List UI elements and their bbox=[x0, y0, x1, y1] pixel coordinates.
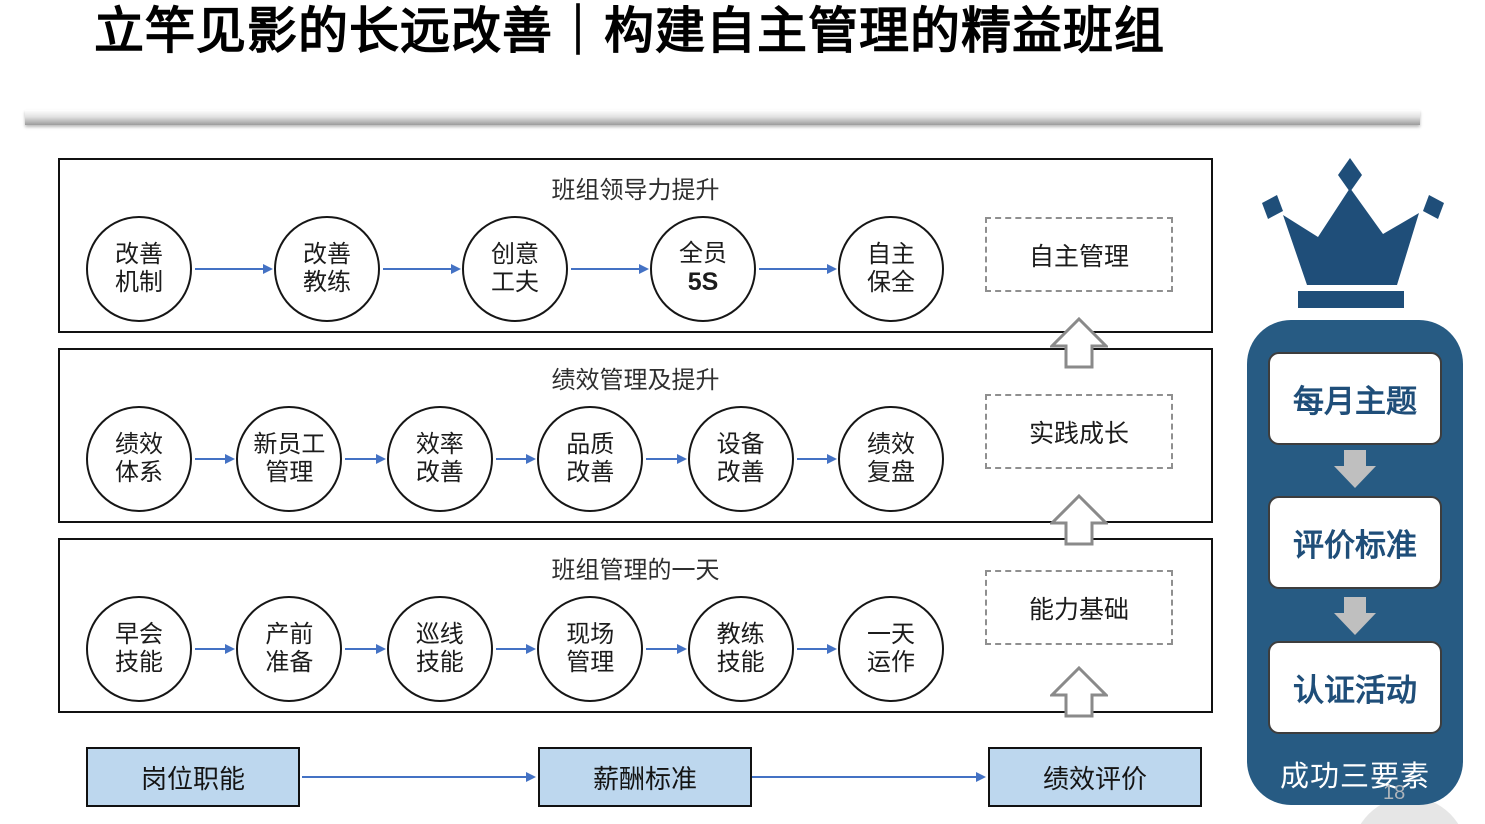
circle-flow-row: 绩效 体系 新员工 管理 效率 改善 品质 改善 设备 改善 bbox=[86, 406, 945, 512]
flow-arrow bbox=[796, 454, 838, 464]
panel-step-box: 每月主题 bbox=[1268, 352, 1442, 445]
up-arrow-icon bbox=[1050, 494, 1108, 546]
flow-circle: 产前 准备 bbox=[236, 596, 343, 702]
flow-arrow bbox=[195, 264, 273, 274]
circle-flow-row: 改善 机制 改善 教练 创意 工夫 全员 5S 自主 保全 bbox=[86, 216, 944, 322]
section-header: 班组管理的一天 bbox=[551, 557, 720, 584]
flow-circle: 创意 工夫 bbox=[462, 216, 568, 322]
flow-circle: 设备 改善 bbox=[687, 406, 794, 512]
flow-arrow bbox=[759, 264, 837, 274]
section-daily-management: 班组管理的一天 早会 技能 产前 准备 巡线 技能 现场 管理 bbox=[58, 538, 1213, 713]
panel-caption: 成功三要素 bbox=[1279, 761, 1430, 793]
page-number: 18 bbox=[1383, 782, 1406, 804]
flow-arrow bbox=[752, 772, 986, 782]
flow-arrow bbox=[796, 644, 838, 654]
title-divider-bar bbox=[25, 110, 1420, 125]
flow-arrow bbox=[383, 264, 461, 274]
panel-step-box: 评价标准 bbox=[1268, 496, 1442, 589]
flow-circle: 改善 教练 bbox=[274, 216, 380, 322]
flow-circle: 现场 管理 bbox=[537, 596, 644, 702]
flow-arrow bbox=[345, 644, 387, 654]
dashed-result-box: 能力基础 bbox=[985, 570, 1173, 645]
flow-arrow bbox=[646, 454, 688, 464]
flow-arrow bbox=[195, 454, 236, 464]
dashed-result-box: 自主管理 bbox=[985, 217, 1173, 292]
flow-arrow bbox=[345, 454, 387, 464]
circle-flow-row: 早会 技能 产前 准备 巡线 技能 现场 管理 教练 技能 bbox=[86, 596, 945, 702]
flow-circle: 自主 保全 bbox=[838, 216, 944, 322]
flow-circle: 早会 技能 bbox=[86, 596, 192, 702]
section-leadership: 班组领导力提升 改善 机制 改善 教练 创意 工夫 全员 5S bbox=[58, 158, 1213, 333]
flow-circle: 品质 改善 bbox=[537, 406, 644, 512]
bottom-flow-box: 绩效评价 bbox=[988, 747, 1202, 807]
flow-arrow bbox=[646, 644, 688, 654]
down-arrow-icon bbox=[1334, 597, 1376, 635]
bottom-flow-box: 薪酬标准 bbox=[538, 747, 752, 807]
flow-circle: 新员工 管理 bbox=[236, 406, 343, 512]
crown-icon bbox=[1262, 158, 1444, 308]
section-performance: 绩效管理及提升 绩效 体系 新员工 管理 效率 改善 品质 改善 bbox=[58, 348, 1213, 523]
section-header: 班组领导力提升 bbox=[551, 177, 720, 204]
flow-circle: 绩效 体系 bbox=[86, 406, 192, 512]
success-factors-panel: 每月主题 评价标准 认证活动 成功三要素 bbox=[1247, 320, 1463, 805]
flow-circle: 教练 技能 bbox=[687, 596, 794, 702]
flow-circle: 绩效 复盘 bbox=[838, 406, 945, 512]
flow-circle: 改善 机制 bbox=[86, 216, 192, 322]
slide-title: 立竿见影的长远改善｜构建自主管理的精益班组 bbox=[94, 3, 1165, 59]
section-header: 绩效管理及提升 bbox=[551, 367, 720, 394]
flow-arrow bbox=[495, 644, 537, 654]
panel-step-box: 认证活动 bbox=[1268, 641, 1442, 734]
flow-circle: 效率 改善 bbox=[386, 406, 493, 512]
up-arrow-icon bbox=[1050, 317, 1108, 369]
dashed-result-box: 实践成长 bbox=[985, 394, 1173, 469]
up-arrow-icon bbox=[1050, 666, 1108, 718]
bottom-flow-box: 岗位职能 bbox=[86, 747, 300, 807]
flow-arrow bbox=[195, 644, 236, 654]
flow-circle: 全员 5S bbox=[650, 216, 756, 322]
flow-arrow bbox=[495, 454, 537, 464]
flow-arrow bbox=[302, 772, 536, 782]
flow-circle: 一天 运作 bbox=[838, 596, 945, 702]
flow-circle: 巡线 技能 bbox=[386, 596, 493, 702]
flow-arrow bbox=[571, 264, 649, 274]
down-arrow-icon bbox=[1334, 450, 1376, 488]
